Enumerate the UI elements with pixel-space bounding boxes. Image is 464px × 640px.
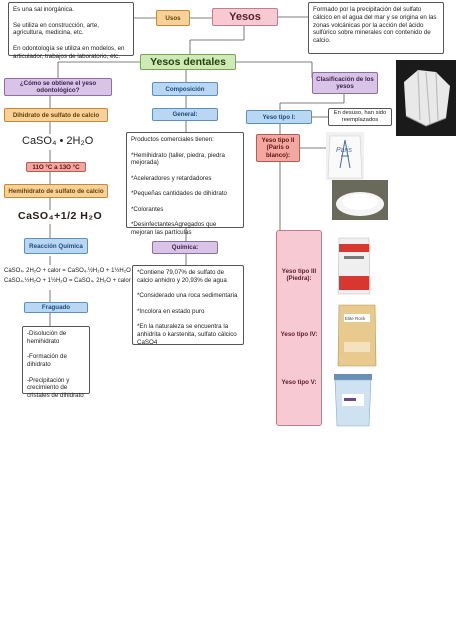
paris-plaster-bag-image: Paris [326,132,364,180]
type5-product-image [332,372,374,428]
classification-label: Clasificación de los yesos [312,72,378,94]
obtention-question: ¿Cómo se obtiene el yeso odontológico? [4,78,112,96]
type3-label: Yeso tipo III (Piedra): [281,267,317,282]
usos-description-box: Es una sal inorgánica. Se utiliza en con… [8,2,134,60]
fraguado-description-box: -Disolución de hemihidrato -Formación de… [22,326,90,399]
general-label: General: [152,108,218,121]
reaction-equation-2: CaSO₄.½H₂O + 1½H₂O = CaSO₄. 2H₂O + calor [4,278,131,284]
dihydrate-label: Dihidrato de sulfato de calcio [4,108,108,122]
paris-bag-text: Paris [336,147,352,154]
gypsum-rock-image [396,60,456,136]
reaction-equation-1: CaSO₄. 2H₂O + calor = CaSO₄.½H₂O + 1½H₂O [4,268,131,274]
type2-label: Yeso tipo II (Paris o blanco): [256,134,300,162]
usos-label: Usos [156,10,190,26]
temperature-label: 11O °C a 13O °C [26,162,86,172]
fraguado-label: Fraguado [24,302,88,313]
main-title: Yesos dentales [140,54,236,70]
page-title: Yesos [212,8,278,26]
dihydrate-formula: CaSO₄ • 2H₂O [22,135,94,147]
stone-bag-text: Elite Rock [345,316,366,321]
type1-note: En desuso, han sido reemplazados [328,108,392,126]
type3-product-image [336,234,372,296]
general-description-box: Productos comerciales tienen: *Hemihidra… [126,132,244,236]
origin-description-box: Formado por la precipitación del sulfato… [308,2,444,54]
hemihydrate-label: Hemihidrato de sulfato de calcio [4,184,108,198]
type4-label: Yeso tipo IV: [280,330,318,338]
reaction-label: Reacción Química [24,238,88,254]
types-panel [276,230,322,426]
powder-bowl-image [332,180,388,220]
hemihydrate-formula: CaSO₄+1/2 H₂O [18,210,103,222]
chemical-description-box: *Contiene 79,07% de sulfato de calcio an… [132,265,244,346]
chemical-label: Química: [152,241,218,254]
type1-label: Yeso tipo I: [246,110,312,124]
composition-label: Composición [152,82,218,96]
type5-label: Yeso tipo V: [281,378,317,386]
type4-product-image: Elite Rock [336,302,378,368]
